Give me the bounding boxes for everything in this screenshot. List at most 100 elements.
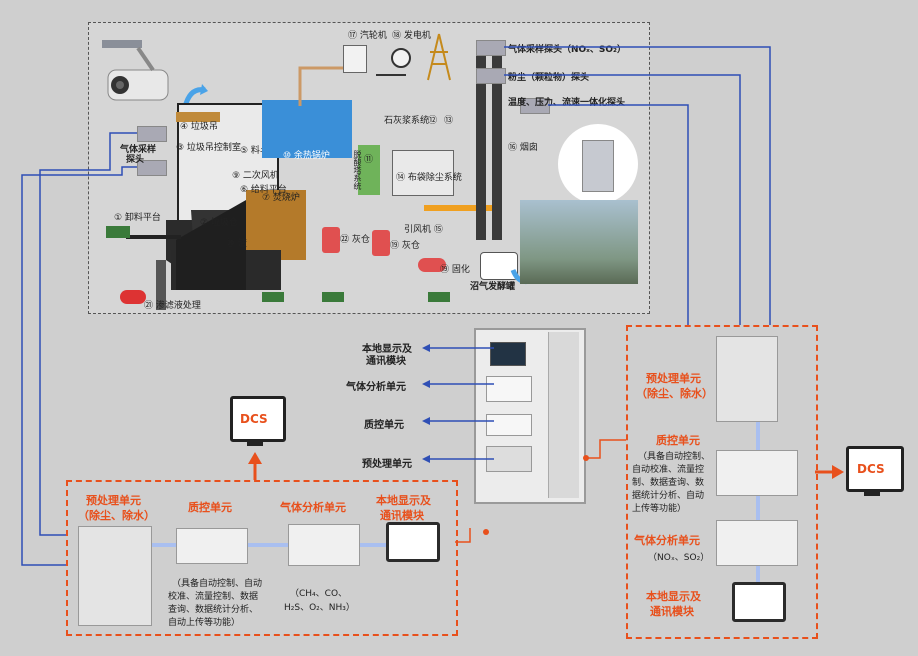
left-qc-label: 质控单元 xyxy=(188,501,232,514)
truck-icon xyxy=(322,292,344,302)
label-ash2: ⑲ 灰仓 xyxy=(390,241,420,251)
label-solidify: ⑲ 固化 xyxy=(440,265,470,275)
cabinet-label-display-2: 通讯模块 xyxy=(366,356,406,367)
cabinet-qc xyxy=(486,414,532,436)
leachate-tank xyxy=(120,290,146,304)
cabinet-label-qc: 质控单元 xyxy=(364,420,404,431)
desulf-tower xyxy=(358,145,380,195)
stack-probe-dust xyxy=(476,68,506,84)
truck-icon xyxy=(262,292,284,302)
cabinet xyxy=(474,328,586,504)
generator-icon xyxy=(391,48,411,68)
incinerator-structure xyxy=(126,103,306,310)
label-boiler: ⑩ 余热锅炉 xyxy=(283,151,330,161)
label-feed: ⑤ 料斗 xyxy=(240,146,269,156)
left-display-label-2: 通讯模块 xyxy=(380,509,424,522)
right-display-label-2: 通讯模块 xyxy=(650,605,694,618)
truck-icon xyxy=(428,292,450,302)
label-crane-room: ③ 垃圾吊控制室 xyxy=(176,143,241,153)
left-gas-unit xyxy=(288,524,360,566)
label-lime: 石灰浆系统 xyxy=(384,116,430,126)
right-qc-label: 质控单元 xyxy=(656,434,700,447)
left-gas-desc-2: H₂S、O₂、NH₃） xyxy=(284,603,355,613)
right-qc-desc-4: 据统计分析、自动 xyxy=(632,491,705,501)
left-dcs-screen xyxy=(230,396,286,442)
right-dcs-label: DCS xyxy=(857,462,885,476)
left-qc-unit xyxy=(176,528,248,564)
left-dcs-label: DCS xyxy=(240,412,268,426)
left-display-monitor xyxy=(386,522,440,562)
camera-icon xyxy=(102,40,169,101)
label-biogas: 沼气发酵罐 xyxy=(470,282,516,292)
flue-duct xyxy=(424,205,494,211)
label-generator: ⑱ 发电机 xyxy=(392,31,431,41)
label-stack: ⑯ 烟囱 xyxy=(508,143,538,153)
label-n12: ⑫ xyxy=(428,116,438,126)
cabinet-gas-analyzer xyxy=(486,376,532,402)
left-pre-unit xyxy=(78,526,152,626)
left-qc-desc-2: 校准、流量控制、数据 xyxy=(168,592,259,602)
right-pre-label-1: 预处理单元 xyxy=(646,372,701,385)
hopper-crane xyxy=(176,112,220,122)
right-qc-desc-1: （具备自动控制、 xyxy=(638,452,711,462)
label-grate: ⑥ 给料平台 xyxy=(240,185,287,195)
right-system-box xyxy=(626,325,818,639)
gas-probe-left-label-2: 探头 xyxy=(126,155,145,165)
label-turbine: ⑰ 汽轮机 xyxy=(348,31,387,41)
right-pre-label-2: （除尘、除水） xyxy=(636,387,713,400)
label-desulf: 脱酸塔系统 xyxy=(353,150,362,190)
label-leachate: ㉑ 渗滤液处理 xyxy=(144,301,201,311)
label-ash-pit: ⑳ 渣 xyxy=(226,239,247,249)
left-qc-desc-3: 查询、数据统计分析、 xyxy=(168,605,259,615)
left-dcs-stand xyxy=(247,440,263,446)
left-qc-desc-4: 自动上传等功能） xyxy=(168,618,241,628)
left-display-label-1: 本地显示及 xyxy=(376,494,431,507)
right-pre-unit xyxy=(716,336,778,422)
probe-device xyxy=(582,140,614,192)
label-hopper: ④ 垃圾吊 xyxy=(180,122,218,132)
gas-probe-left-label-1: 气体采样 xyxy=(120,145,157,155)
label-unload: ① 卸料平台 xyxy=(114,213,161,223)
stack-2 xyxy=(492,40,502,240)
turbine-icon xyxy=(343,45,367,73)
ash-silo-2 xyxy=(372,230,390,256)
left-qc-desc-1: （具备自动控制、自动 xyxy=(172,579,263,589)
cabinet-door xyxy=(548,332,579,498)
power-tower-icon xyxy=(427,33,451,81)
label-pit: ② 垃圾仓 xyxy=(200,218,238,228)
cabinet-pointer-lines xyxy=(422,344,494,463)
left-gas-desc-1: （CH₄、CO、 xyxy=(290,589,348,599)
right-qc-unit xyxy=(716,450,798,496)
cabinet-label-gas: 气体分析单元 xyxy=(346,382,406,393)
right-gas-desc: （NOₓ、SO₂） xyxy=(648,553,710,563)
label-ash1: ㉒ 灰仓 xyxy=(340,235,370,245)
right-dcs-screen xyxy=(846,446,904,492)
truck-icon xyxy=(106,226,130,238)
right-qc-desc-2: 自动校准、流量控 xyxy=(632,465,705,475)
solidify-tank xyxy=(418,258,446,272)
left-pre-label-2: （除尘、除水） xyxy=(78,509,155,522)
left-gas-label: 气体分析单元 xyxy=(280,501,346,514)
cabinet-label-pre: 预处理单元 xyxy=(362,459,412,470)
stack-probe-gas-label: 气体采样探头（NOₓ、SO₂） xyxy=(508,45,626,55)
cabinet-display xyxy=(490,342,526,366)
stack-probe-temp-label: 温度、压力、流速一体化探头 xyxy=(508,98,626,108)
stack-probe-gas xyxy=(476,40,506,56)
label-n13: ⑬ xyxy=(444,116,454,126)
site-photo xyxy=(520,200,638,284)
gas-probe-left-bottom xyxy=(137,160,167,176)
ash-silo-1 xyxy=(322,227,340,253)
label-furnace: ⑦ 焚烧炉 xyxy=(262,193,300,203)
right-dcs-stand xyxy=(864,490,880,496)
right-gas-label: 气体分析单元 xyxy=(634,534,700,547)
right-display-label-1: 本地显示及 xyxy=(646,590,701,603)
right-display-monitor xyxy=(732,582,786,622)
label-secondary-air: ⑨ 二次风机 xyxy=(232,171,279,181)
baghouse xyxy=(392,150,454,196)
right-qc-desc-3: 制、数据查询、数 xyxy=(632,478,705,488)
label-n11: ⑪ xyxy=(364,155,374,165)
label-fan: 引风机 ⑮ xyxy=(404,225,443,235)
gas-probe-left-top xyxy=(137,126,167,142)
right-gas-unit xyxy=(716,520,798,566)
